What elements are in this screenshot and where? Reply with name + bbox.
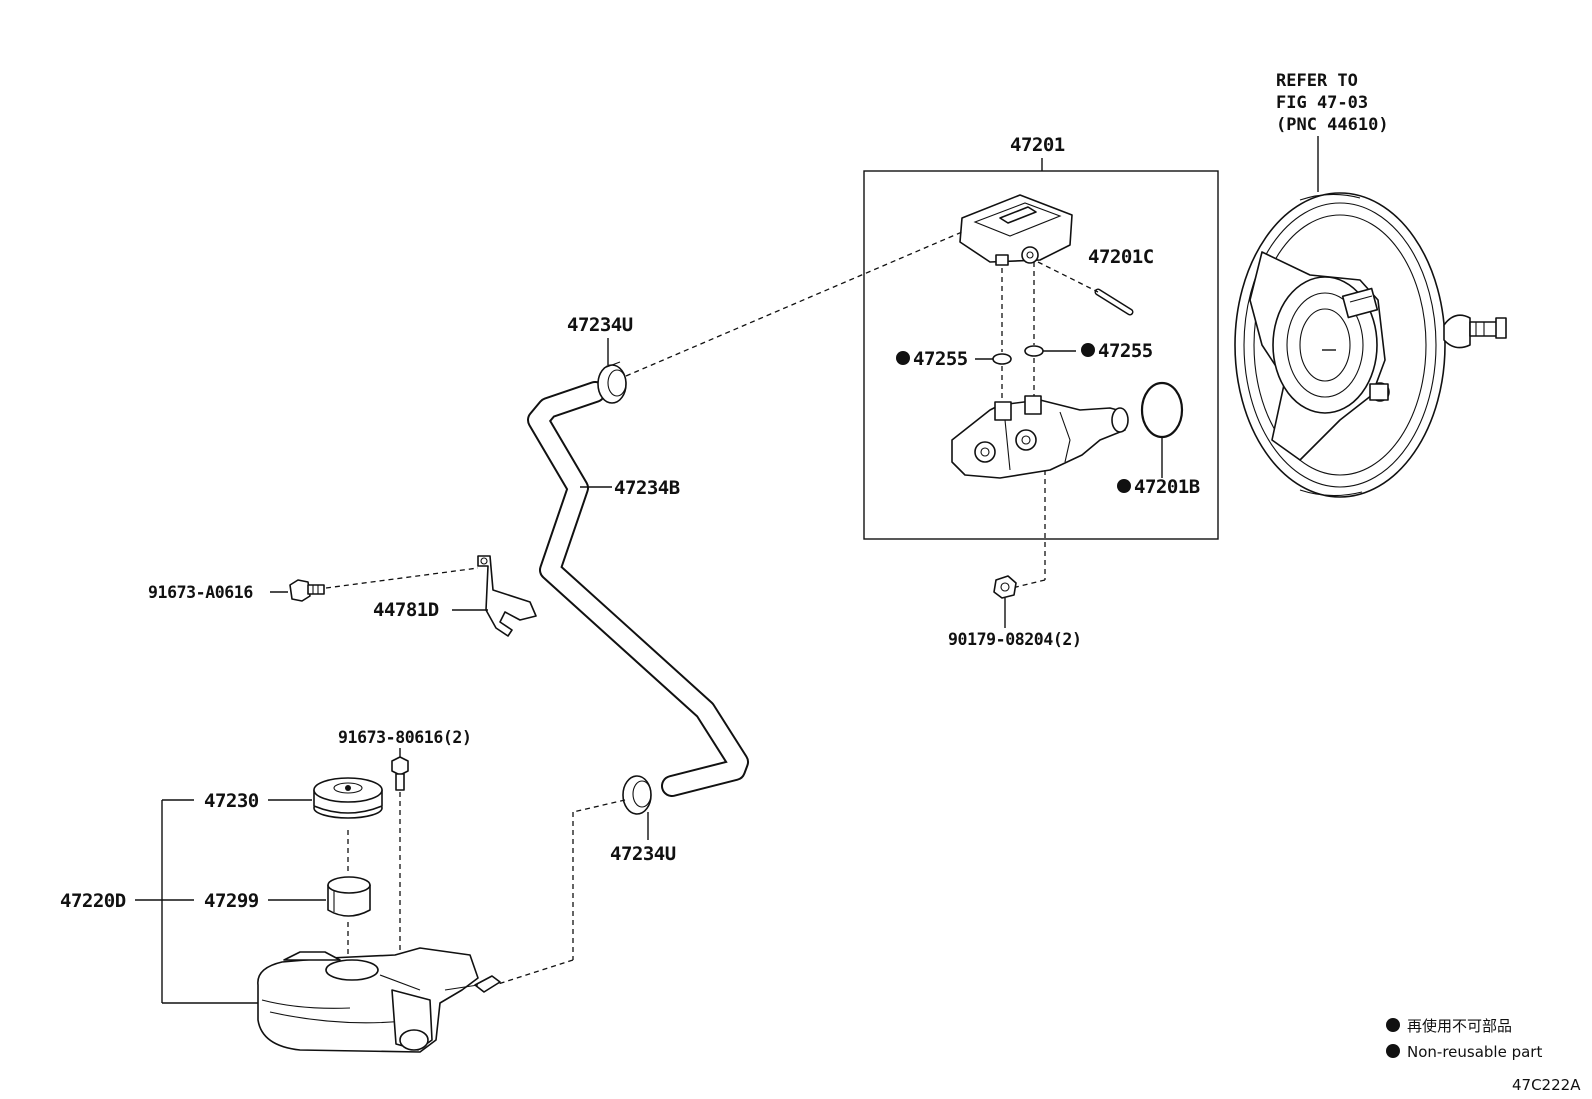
- reservoir-hose-assembly: 47234U 47234B 47234U: [497, 231, 963, 985]
- label-47201B: 47201B: [1134, 476, 1200, 498]
- label-47299: 47299: [204, 890, 259, 912]
- non-reusable-marker-right: [1081, 343, 1095, 357]
- label-91673-A0616: 91673-A0616: [148, 583, 253, 602]
- legend-marker-2: [1386, 1044, 1400, 1058]
- label-44781D: 44781D: [373, 599, 439, 621]
- reference-note-line3: (PNC 44610): [1276, 115, 1389, 135]
- clip-bracket-part: [477, 555, 537, 637]
- legend-english: Non-reusable part: [1407, 1043, 1542, 1061]
- legend: 再使用不可部品 Non-reusable part 47C222A: [1386, 1017, 1581, 1094]
- label-91673-80616: 91673-80616(2): [338, 728, 471, 747]
- reservoir-assembly: 91673-80616(2) 47220D 47230 47299: [60, 728, 501, 1053]
- hose-clamp-bottom: [622, 775, 652, 815]
- label-90179-08204: 90179-08204(2): [948, 630, 1081, 649]
- label-47234U-top: 47234U: [567, 314, 633, 336]
- figure-code: 47C222A: [1512, 1076, 1581, 1094]
- reference-note-line2: FIG 47-03: [1276, 93, 1368, 113]
- legend-japanese: 再使用不可部品: [1407, 1017, 1512, 1035]
- strainer-part: [327, 876, 371, 917]
- label-47201: 47201: [1010, 134, 1065, 156]
- label-47234B: 47234B: [614, 477, 680, 499]
- non-reusable-marker-47201B: [1117, 479, 1131, 493]
- flange-bolt-part: [289, 579, 325, 602]
- hose-clamp-top: [597, 361, 627, 404]
- legend-marker-1: [1386, 1018, 1400, 1032]
- label-47255-right: 47255: [1098, 340, 1153, 362]
- label-47234U-bottom: 47234U: [610, 843, 676, 865]
- reservoir-cap-part: [313, 777, 383, 819]
- reference-note-line1: REFER TO: [1276, 71, 1358, 91]
- non-reusable-marker-left: [896, 351, 910, 365]
- brake-booster-assembly: REFER TO FIG 47-03 (PNC 44610): [1234, 71, 1507, 498]
- label-47220D: 47220D: [60, 890, 126, 912]
- hose-bracket-group: 91673-A0616 44781D: [148, 555, 537, 637]
- reservoir-tank-part: [959, 194, 1073, 266]
- master-cylinder-group: 47201 47201C 47255 47255: [863, 134, 1219, 649]
- reservoir-tank-lower-part: [257, 947, 501, 1053]
- small-bolt-part: [391, 756, 409, 791]
- master-cylinder-assembly-box: [863, 170, 1219, 540]
- label-47255-left: 47255: [913, 348, 968, 370]
- master-cylinder-body: [951, 395, 1129, 479]
- label-47201C: 47201C: [1088, 246, 1154, 268]
- label-47230: 47230: [204, 790, 259, 812]
